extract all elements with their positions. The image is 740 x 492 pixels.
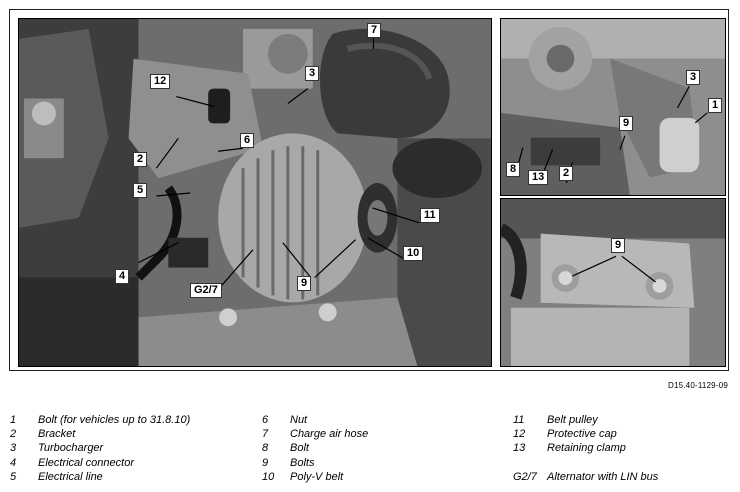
legend-number: 5 (10, 470, 17, 483)
legend-number: 12 (513, 428, 526, 441)
engine-photo-main-image (19, 19, 491, 366)
legend-item: 2 Bracket (10, 427, 190, 441)
engine-photo-main (18, 18, 492, 367)
legend-item: 4 Electrical connector (10, 456, 190, 470)
legend-text: Electrical line (38, 470, 103, 483)
legend-number: 6 (262, 414, 269, 426)
legend-item: 5 Electrical line (10, 470, 190, 484)
legend-text: Poly-V belt (290, 470, 344, 483)
legend-item: 9 Bolts (262, 456, 368, 470)
callout-label: G2/7 (190, 283, 222, 298)
legend-column: 6 Nut 7 Charge air hose 8 Bolt 9 Bolts 10 Pol… (262, 413, 368, 484)
callout-label: 9 (611, 238, 626, 253)
legend-number: 8 (262, 442, 269, 455)
callout-label: 12 (150, 74, 171, 89)
callout-label: 7 (367, 23, 382, 38)
legend-number: 3 (10, 442, 17, 455)
callout-label: 10 (403, 246, 424, 261)
legend-number: 2 (10, 428, 17, 441)
legend-column: 11 Belt pulley 12 Protective cap 13 Retaini… (513, 413, 658, 484)
legend-number: 10 (262, 470, 275, 483)
legend-text: Charge air hose (290, 428, 369, 441)
legend-number: G2/7 (513, 470, 537, 483)
inset-photo-top (500, 18, 726, 196)
legend-text: Alternator with LIN bus (547, 470, 659, 483)
legend-text: Protective cap (547, 428, 617, 441)
legend-number: 9 (262, 456, 269, 469)
legend-text: Retaining clamp (547, 442, 626, 455)
legend-number: 11 (513, 414, 525, 426)
legend-text: Bracket (38, 428, 76, 441)
callout-label: 2 (133, 152, 148, 167)
legend-item: 8 Bolt (262, 441, 368, 455)
legend-text: Bolts (290, 456, 315, 469)
legend-text: Turbocharger (38, 442, 104, 455)
legend-item: 13 Retaining clamp (513, 441, 658, 455)
callout-label: 11 (420, 208, 440, 223)
legend-text: Bolt (290, 442, 309, 455)
legend-number: 1 (10, 414, 17, 426)
legend-number: 4 (10, 456, 17, 469)
legend-item: 12 Protective cap (513, 427, 658, 441)
inset-photo-top-image (501, 19, 725, 195)
legend-number: 7 (262, 428, 269, 441)
legend-item: 1 Bolt (for vehicles up to 31.8.10) (10, 413, 190, 427)
legend-text: Belt pulley (547, 414, 598, 426)
legend-item: 11 Belt pulley (513, 413, 658, 427)
legend-item: 10 Poly-V belt (262, 470, 368, 484)
callout-label: 9 (297, 276, 312, 291)
legend-item: G2/7 Alternator with LIN bus (513, 470, 658, 484)
callout-label: 1 (708, 98, 723, 113)
legend-number: 13 (513, 442, 526, 455)
callout-label: 4 (115, 269, 130, 284)
legend-text: Nut (290, 414, 308, 426)
legend-column: 1 Bolt (for vehicles up to 31.8.10) 2 Brac… (10, 413, 190, 484)
figure-frame: 7 3 12 6 2 5 11 10 4 9 G2/7 3 1 9 8 13 2… (9, 9, 729, 371)
inset-photo-bottom (500, 198, 726, 367)
inset-photo-bottom-image (501, 199, 725, 366)
legend-item: 7 Charge air hose (262, 427, 368, 441)
legend-item: 3 Turbocharger (10, 441, 190, 455)
callout-label: 3 (305, 66, 320, 81)
callout-label: 6 (240, 133, 255, 148)
document-id: D15.40-1129-09 (667, 381, 728, 390)
legend-text: Electrical connector (38, 456, 134, 469)
callout-label: 3 (686, 70, 701, 85)
legend-item: 6 Nut (262, 413, 368, 427)
legend: 1 Bolt (for vehicles up to 31.8.10) 2 Brac… (10, 413, 730, 483)
callout-label: 9 (619, 116, 634, 131)
callout-label: 13 (528, 170, 549, 185)
callout-label: 2 (559, 166, 574, 181)
callout-label: 5 (133, 183, 148, 198)
legend-text: Bolt (for vehicles up to 31.8.10) (38, 414, 191, 426)
callout-label: 8 (506, 162, 521, 177)
